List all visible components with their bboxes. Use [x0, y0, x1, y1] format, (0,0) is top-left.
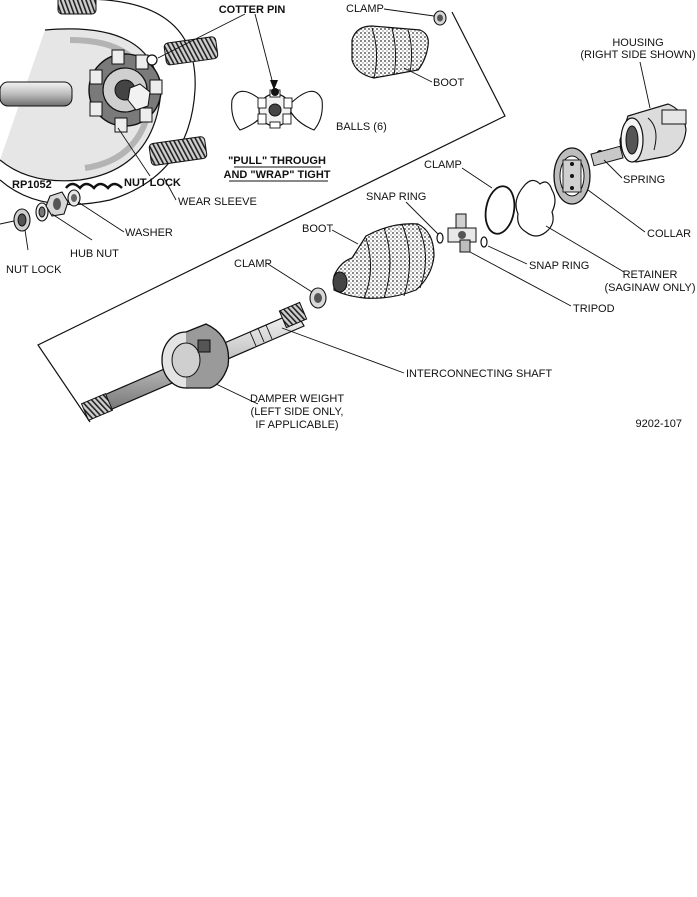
label-retainer-2: (SAGINAW ONLY)	[604, 282, 695, 294]
label-snap-ring-top: SNAP RING	[366, 191, 426, 203]
collar	[553, 147, 591, 205]
leader-wear-sleeve	[163, 177, 177, 201]
label-nut-lock-bottom: NUT LOCK	[6, 264, 62, 276]
small-nut-lock	[0, 208, 31, 232]
leader-nut-lock-top	[117, 127, 151, 177]
label-retainer-1: RETAINER	[623, 269, 678, 281]
leader-housing	[639, 61, 651, 109]
leader-spring	[603, 159, 623, 179]
leader-boot-top	[403, 67, 433, 83]
leader-snap-ring-right	[487, 245, 528, 265]
leader-cotter-a	[157, 13, 246, 59]
leader-washer	[77, 201, 125, 233]
label-clamp-top: CLAMP	[346, 3, 384, 15]
leader-clamp-mid	[461, 167, 493, 189]
label-damper-2: (LEFT SIDE ONLY,	[251, 406, 344, 418]
label-tripod: TRIPOD	[573, 303, 615, 315]
nut-lock-castellated	[88, 49, 163, 133]
snap-ring-right	[480, 236, 488, 248]
leader-boot-mid	[331, 229, 359, 245]
label-hub-nut: HUB NUT	[70, 248, 119, 260]
label-rp1052: RP1052	[12, 179, 52, 191]
label-snap-ring-right: SNAP RING	[529, 260, 589, 272]
label-clamp-mid: CLAMP	[424, 159, 462, 171]
label-cotter-pin: COTTER PIN	[219, 4, 286, 16]
leader-clamp-left	[267, 263, 313, 293]
housing	[619, 103, 687, 163]
leader-tripod	[469, 251, 572, 307]
spring-coil	[590, 145, 624, 167]
label-clamp-left: CLAMP	[234, 258, 272, 270]
label-boot-mid: BOOT	[302, 223, 333, 235]
label-wear-sleeve: WEAR SLEEVE	[178, 196, 257, 208]
label-interconnecting-shaft: INTERCONNECTING SHAFT	[406, 368, 552, 380]
leader-interconnecting-shaft	[281, 327, 405, 374]
leader-snap-ring-top	[405, 201, 439, 235]
figure-number: 9202-107	[636, 418, 683, 430]
leader-nut-lock-bottom	[24, 229, 29, 251]
clamp-left	[309, 287, 327, 309]
small-washer	[45, 191, 69, 217]
leader-cotter-b	[254, 13, 275, 89]
leader-hub-nut	[51, 213, 93, 241]
retainer	[515, 179, 556, 237]
top-clamp	[433, 10, 447, 26]
cotter-pin-head	[146, 54, 158, 66]
cotter-pin-detail	[231, 88, 323, 131]
tripod	[447, 213, 477, 253]
label-collar: COLLAR	[647, 228, 691, 240]
wheel-studs	[0, 0, 219, 166]
boot-mid	[332, 223, 435, 299]
label-housing-1: HOUSING	[612, 37, 663, 49]
top-boot	[351, 25, 429, 79]
label-pull-through-1: "PULL" THROUGH	[228, 155, 326, 167]
leader-collar	[587, 189, 646, 233]
snap-ring-left	[436, 232, 444, 244]
wear-sleeve-spring	[65, 182, 123, 207]
label-nut-lock-top: NUT LOCK	[124, 177, 181, 189]
label-washer: WASHER	[125, 227, 173, 239]
label-damper-3: IF APPLICABLE)	[255, 419, 338, 431]
clamp-ring-mid	[484, 185, 516, 235]
damper-weight	[161, 323, 230, 389]
hub-assembly	[0, 0, 219, 206]
leader-clamp-top	[383, 8, 435, 17]
label-boot-top: BOOT	[433, 77, 464, 89]
leader-retainer	[545, 225, 625, 273]
exploded-view-frame	[37, 11, 506, 423]
label-housing-2: (RIGHT SIDE SHOWN)	[580, 49, 695, 61]
small-hub-nut	[35, 202, 49, 222]
label-damper-1: DAMPER WEIGHT	[250, 393, 344, 405]
label-pull-through-2: AND "WRAP" TIGHT	[224, 169, 331, 181]
label-spring: SPRING	[623, 174, 665, 186]
label-balls: BALLS (6)	[336, 121, 387, 133]
leader-damper-weight	[215, 383, 259, 405]
